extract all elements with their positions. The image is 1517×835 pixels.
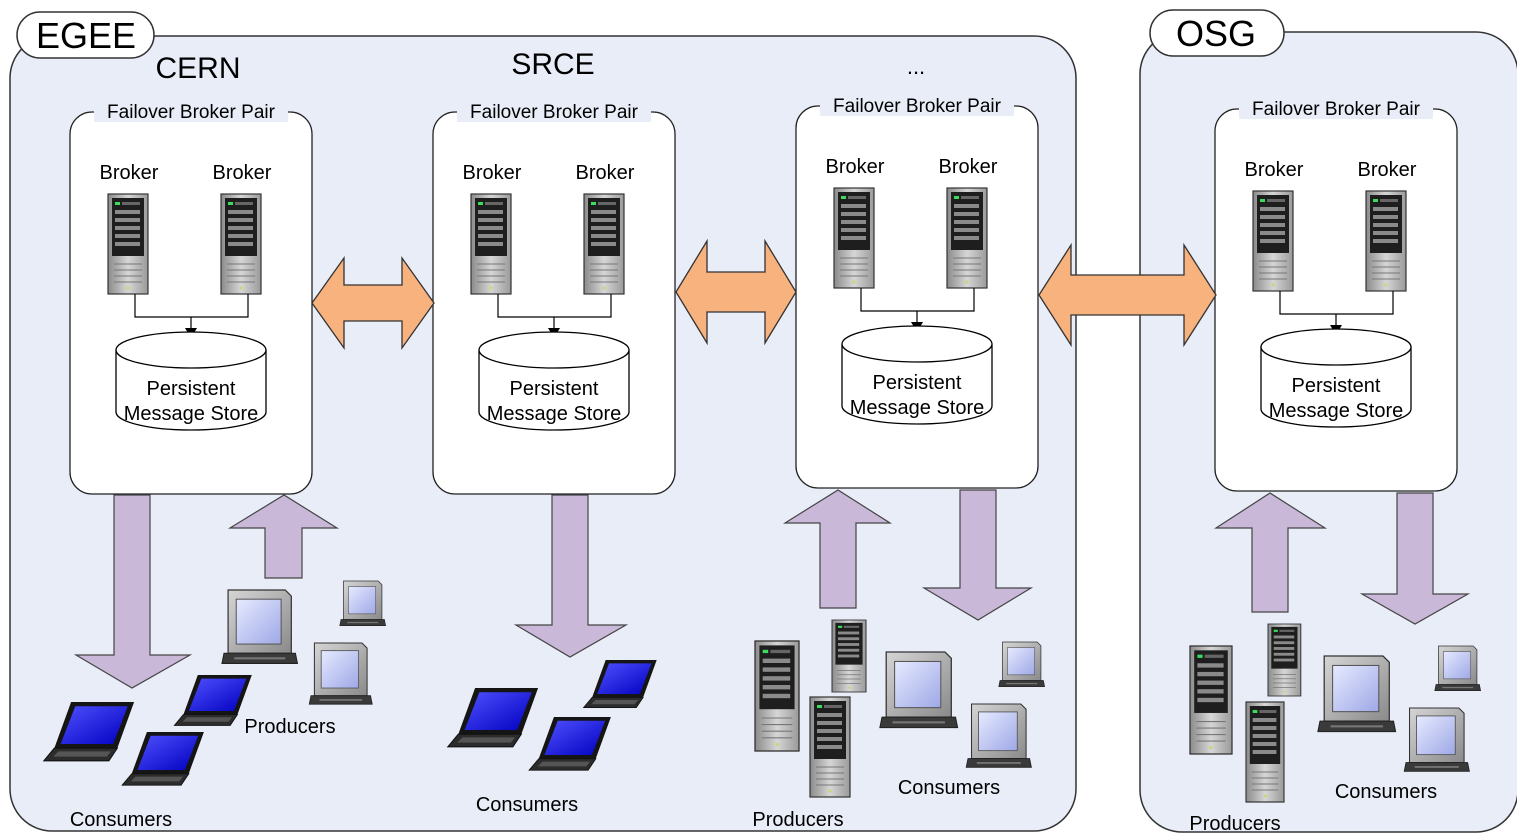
consumer-arrow-third <box>921 489 1034 621</box>
exchange-arrow-egee-osg <box>1038 242 1217 348</box>
monitor-icon <box>221 589 299 665</box>
site-label-srce: SRCE <box>511 48 594 81</box>
monitor-icon <box>1317 655 1397 733</box>
osg-label: OSG <box>1176 13 1256 54</box>
store-label: Message Store <box>124 403 259 425</box>
server-icon <box>1245 701 1285 803</box>
store-label: Persistent <box>1292 375 1381 397</box>
server-icon <box>1267 623 1302 697</box>
broker-label: Broker <box>463 162 522 184</box>
monitor-icon <box>965 703 1032 768</box>
egee-label: EGEE <box>36 15 136 56</box>
broker-pair-cern: Failover Broker Pair Broker Broker Persi… <box>70 102 312 494</box>
consumer-arrow-cern <box>73 494 193 689</box>
monitor-icon <box>879 651 959 729</box>
exchange-arrow-cern-srce <box>311 255 435 351</box>
monitor-icon <box>1403 707 1470 772</box>
broker-pair-osg: Failover Broker Pair Broker Broker Persi… <box>1215 99 1457 491</box>
broker-pair-third: Failover Broker Pair Broker Broker Persi… <box>796 96 1038 488</box>
monitor-icon <box>998 641 1046 688</box>
site-label-more: ... <box>907 54 925 79</box>
producers-label: Producers <box>752 809 843 831</box>
monitor-icon <box>308 642 373 705</box>
broker-label: Broker <box>100 162 159 184</box>
consumers-label: Consumers <box>70 809 172 831</box>
consumer-arrow-srce <box>513 494 629 658</box>
producer-arrow-osg <box>1213 492 1328 613</box>
broker-label: Broker <box>826 156 885 178</box>
producer-arrow-third <box>782 489 893 609</box>
consumers-label: Consumers <box>1335 781 1437 803</box>
osg-label-box <box>1149 9 1285 57</box>
producer-arrow-cern <box>227 494 340 579</box>
store-label: Persistent <box>510 378 599 400</box>
site-label-cern: CERN <box>155 52 240 85</box>
consumers-label: Consumers <box>898 777 1000 799</box>
broker-pair-title: Failover Broker Pair <box>1252 99 1421 120</box>
exchange-arrow-srce-third <box>675 238 797 346</box>
broker-label: Broker <box>939 156 998 178</box>
server-icon <box>1189 645 1233 755</box>
store-label: Persistent <box>147 378 236 400</box>
egee-label-box <box>16 11 155 59</box>
broker-pair-title: Failover Broker Pair <box>107 102 276 123</box>
consumers-label: Consumers <box>476 794 578 816</box>
broker-pair-title: Failover Broker Pair <box>833 96 1002 117</box>
producers-label: Producers <box>1189 813 1280 835</box>
monitor-icon <box>1434 645 1482 692</box>
store-label: Message Store <box>487 403 622 425</box>
broker-label: Broker <box>1245 159 1304 181</box>
broker-label: Broker <box>576 162 635 184</box>
broker-pair-title: Failover Broker Pair <box>470 102 639 123</box>
server-icon <box>754 640 800 752</box>
store-label: Persistent <box>873 372 962 394</box>
consumer-arrow-osg <box>1359 492 1471 625</box>
broker-label: Broker <box>1358 159 1417 181</box>
store-label: Message Store <box>850 397 985 419</box>
broker-label: Broker <box>213 162 272 184</box>
broker-pair-srce: Failover Broker Pair Broker Broker Persi… <box>433 102 675 494</box>
server-icon <box>809 696 851 798</box>
store-label: Message Store <box>1269 400 1404 422</box>
producers-label: Producers <box>244 716 335 738</box>
server-icon <box>831 619 867 693</box>
monitor-icon <box>339 580 387 627</box>
